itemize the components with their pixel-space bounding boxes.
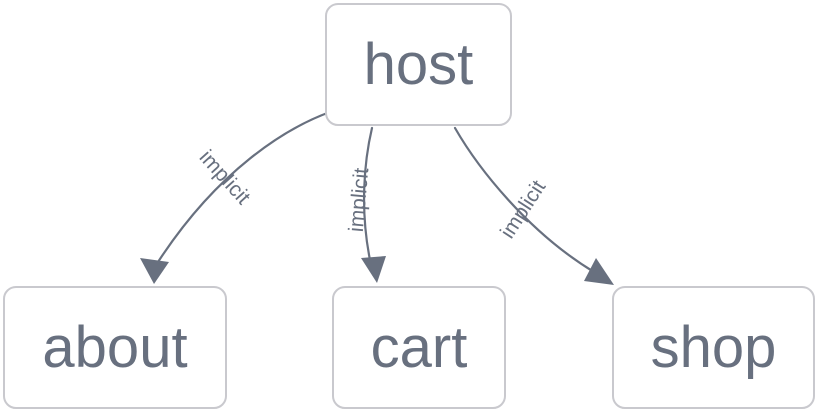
node-cart-label: cart xyxy=(370,314,468,380)
node-about-label: about xyxy=(42,314,188,380)
edge-host-shop-arrowhead xyxy=(584,258,614,285)
edge-host-about-path xyxy=(156,110,332,264)
node-cart[interactable]: cart xyxy=(332,286,506,409)
edge-host-about[interactable]: implicit xyxy=(140,110,332,284)
node-about[interactable]: about xyxy=(3,286,227,409)
edge-host-cart-arrowhead xyxy=(361,256,386,283)
edge-host-shop[interactable]: implicit xyxy=(453,126,614,285)
edge-host-cart-path xyxy=(362,126,374,262)
edge-host-cart[interactable]: implicit xyxy=(345,126,386,283)
node-host[interactable]: host xyxy=(325,3,512,126)
edge-host-about-arrowhead xyxy=(140,258,169,284)
edge-host-shop-path xyxy=(453,126,596,274)
edge-host-cart-label: implicit xyxy=(345,167,374,233)
node-shop[interactable]: shop xyxy=(612,286,815,409)
node-shop-label: shop xyxy=(650,314,777,380)
node-host-label: host xyxy=(363,31,474,97)
edge-host-about-label: implicit xyxy=(195,146,255,209)
